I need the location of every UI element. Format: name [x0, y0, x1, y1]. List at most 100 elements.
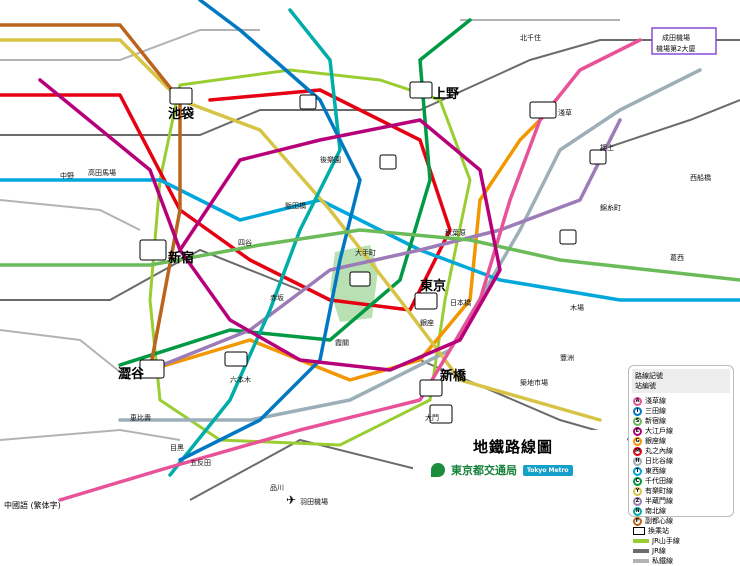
line-ginza [148, 108, 552, 382]
map-title: 地鐵路線圖 [473, 438, 554, 456]
line-badge-icon: F [633, 516, 642, 526]
station-iidabashi: 飯田橋 [285, 201, 306, 210]
line-badge-icon: G [633, 436, 642, 446]
station-gotanda: 五反田 [190, 458, 211, 467]
plane-icon: ✈ [286, 493, 296, 507]
line-yurakucho [0, 38, 602, 422]
private-lines [0, 19, 620, 441]
line-badge-icon: H [633, 456, 642, 466]
legend-transfer-label: 換乘站 [648, 527, 669, 535]
station-ebisu: 恵比壽 [130, 413, 151, 422]
line-badge-icon: M [633, 446, 642, 456]
legend-line-name: 副都心線 [645, 517, 673, 525]
line-chiyoda [118, 18, 472, 367]
station-ikebukuro: 池袋 [168, 106, 195, 122]
station-kinshicho: 錦糸町 [600, 203, 621, 212]
legend-transfer-row: 換乘站 [629, 526, 733, 536]
legend-line-name: 三田線 [645, 407, 666, 415]
station-tokyo: 東京 [420, 278, 446, 294]
legend-line-name: 南北線 [645, 507, 666, 515]
station-akasaka: 赤坂 [270, 293, 284, 302]
line-badge-icon: A [633, 396, 642, 406]
legend-line-name: 新宿線 [645, 417, 666, 425]
title-panel: 地鐵路線圖 東京都交通局 Tokyo Metro [413, 430, 627, 510]
subway-lines [0, 0, 740, 502]
station-ueno: 上野 [433, 87, 459, 102]
station-kiba: 木場 [570, 303, 584, 312]
station-hamamatsucho: 大門 [425, 413, 439, 422]
station-toyosu: 豐洲 [560, 353, 574, 362]
station-nishifunabashi: 西船橋 [690, 173, 711, 182]
subway-map: 池袋 新宿 澀谷 上野 東京 新橋 大手町 淺草 押上 大門 築地市場 目黑 五… [0, 0, 740, 507]
station-otemachi: 大手町 [355, 248, 376, 257]
station-yotsuya: 四谷 [238, 238, 252, 247]
line-tozai [0, 178, 740, 302]
station-takadanobaba: 高田馬場 [88, 168, 116, 177]
station-akihabara: 秋葉原 [445, 228, 466, 237]
legend-yamanote-label: JR山手線 [652, 537, 680, 545]
legend-line-name: 銀座線 [645, 437, 666, 445]
jr-lines [0, 39, 740, 501]
legend-jr-label: JR線 [652, 547, 666, 555]
airport-haneda: ✈ 羽田機場 [286, 493, 328, 507]
line-oedo [38, 78, 502, 372]
legend-line-name: 淺草線 [645, 397, 666, 405]
legend-header: 路線記號 站編號 [632, 369, 730, 393]
language-note: 中國語 (繁体字) [4, 501, 61, 510]
legend-header-line1: 路線記號 [635, 372, 663, 380]
jr-yamanote-line [148, 68, 472, 447]
line-mita [178, 0, 362, 462]
station-nihombashi: 日本橋 [450, 298, 471, 307]
line-hibiya [118, 68, 702, 422]
private-swatch [633, 559, 649, 563]
legend-line-name: 半蔵門線 [645, 497, 673, 505]
legend-line-name: 大江戶線 [645, 427, 673, 435]
legend-line-name: 東西線 [645, 467, 666, 475]
station-markers [139, 81, 607, 424]
station-asakusa: 淺草 [558, 108, 572, 117]
jr-swatch [633, 549, 649, 553]
station-narita2: 機場第2大廈 [656, 44, 695, 53]
transfer-icon [633, 527, 645, 535]
station-ginza: 銀座 [420, 318, 434, 327]
legend-jr-row: JR線 [629, 546, 733, 556]
station-roppongi: 六本木 [230, 375, 251, 384]
station-kitasenju: 北千住 [520, 33, 541, 42]
station-shinagawa: 品川 [270, 484, 284, 492]
logo-row: 東京都交通局 Tokyo Metro [431, 462, 573, 478]
line-badge-icon: I [633, 406, 642, 416]
legend-line-name: 千代田線 [645, 477, 673, 485]
station-meguro: 目黑 [170, 444, 184, 452]
line-badge-icon: Y [633, 486, 642, 496]
legend-header-line2: 站編號 [635, 382, 656, 390]
toei-logo-icon [431, 463, 445, 477]
station-oshiage: 押上 [600, 143, 614, 152]
line-badge-icon: S [633, 416, 642, 426]
line-badge-icon: C [633, 476, 642, 486]
station-narita: 成田機場 [662, 33, 690, 42]
line-badge-icon: N [633, 506, 642, 516]
tokyo-metro-logo: Tokyo Metro [523, 464, 573, 476]
station-kasumigaseki: 霞關 [335, 339, 349, 347]
station-nakano: 中野 [60, 171, 74, 180]
station-labels: 池袋 新宿 澀谷 上野 東京 新橋 大手町 淺草 押上 大門 築地市場 目黑 五… [60, 33, 711, 492]
legend-line-name: 丸之內線 [645, 447, 673, 455]
line-badge-icon: E [633, 426, 642, 436]
station-korakuen: 後樂園 [320, 155, 341, 164]
line-asakusa [58, 38, 642, 502]
yamanote-swatch [633, 539, 649, 543]
line-badge-icon: T [633, 466, 642, 476]
